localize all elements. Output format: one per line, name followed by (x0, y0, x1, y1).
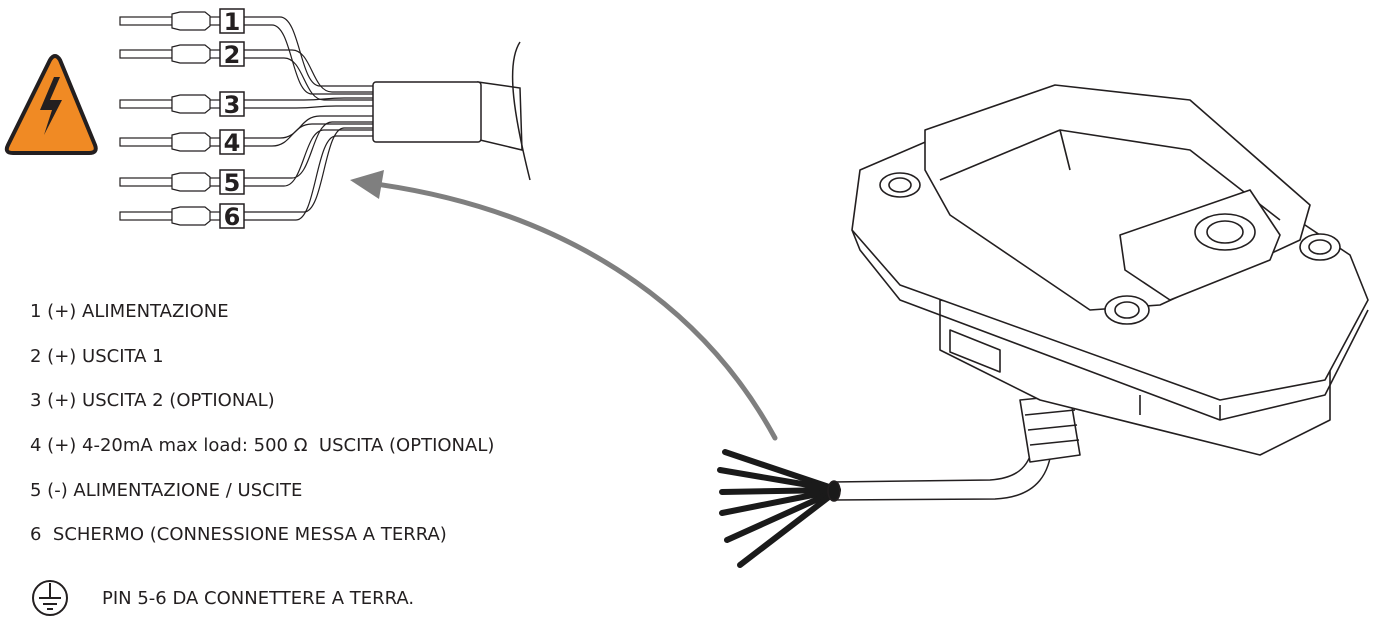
pointer-arrow (350, 170, 778, 441)
pin-legend-item: 2 (+) USCITA 1 (30, 345, 164, 367)
device-cable (827, 439, 1053, 502)
loose-wire-ends (717, 449, 841, 568)
pin-number-label: 4 (224, 129, 241, 157)
ground-symbol-icon (32, 580, 68, 616)
cable-sheath (372, 41, 531, 181)
pin-legend-item: 1 (+) ALIMENTAZIONE (30, 301, 229, 322)
ground-note: PIN 5-6 DA CONNETTERE A TERRA. (30, 578, 414, 618)
pin-legend-item: 4 (+) 4-20mA max load: 500 Ω USCITA (OPT… (30, 435, 495, 457)
pin-number-label: 5 (224, 169, 241, 197)
high-voltage-warning-icon (4, 54, 98, 155)
pin-legend: 1 (+) ALIMENTAZIONE 2 (+) USCITA 1 3 (+) U… (30, 290, 494, 558)
sensor-device (851, 84, 1369, 463)
pin-number-label: 1 (224, 8, 241, 36)
wire-connector-block: 1 2 3 4 5 6 (119, 8, 373, 231)
pin-legend-item: 5 (-) ALIMENTAZIONE / USCITE (30, 479, 303, 501)
pin-legend-item: 3 (+) USCITA 2 (OPTIONAL) (30, 390, 275, 412)
pin-number-label: 2 (224, 41, 241, 69)
pin-legend-item: 6 SCHERMO (CONNESSIONE MESSA A TERRA) (30, 524, 447, 546)
ground-note-text: PIN 5-6 DA CONNETTERE A TERRA. (102, 587, 415, 609)
pin-number-label: 6 (224, 203, 241, 231)
pin-number-label: 3 (224, 91, 241, 119)
